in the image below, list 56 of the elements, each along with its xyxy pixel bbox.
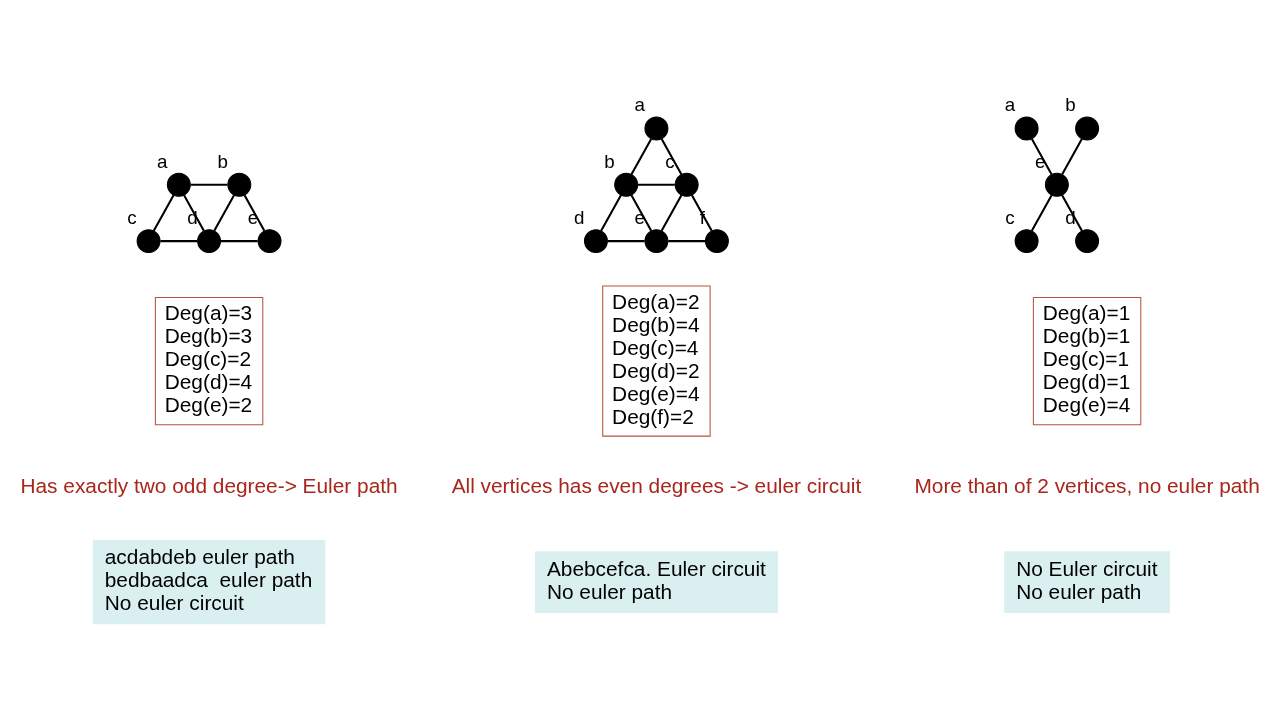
- node-box: No Euler circuit No euler path: [1004, 551, 1170, 613]
- node-circle: [136, 229, 161, 254]
- node-circle: [227, 172, 252, 197]
- node-circle: [1044, 172, 1069, 197]
- label: All vertices has even degrees -> euler circuit: [451, 474, 862, 498]
- node-circle: [1014, 229, 1039, 254]
- label: More than of 2 vertices, no euler path: [914, 474, 1260, 498]
- node-box: Deg(a)=2 Deg(b)=4 Deg(c)=4 Deg(d)=2 Deg(e)=4 Deg(f)=2: [602, 285, 711, 437]
- connector: [691, 194, 713, 232]
- connector: [607, 240, 645, 243]
- connector: [600, 194, 622, 232]
- node-box: Abebcefca. Euler circuit No euler path: [534, 551, 778, 613]
- node-label: a: [156, 150, 168, 172]
- connector: [1030, 138, 1053, 175]
- connector: [630, 194, 653, 232]
- node-circle: [1075, 116, 1100, 141]
- node-circle: [1075, 229, 1100, 254]
- node-label: a: [1004, 94, 1016, 116]
- connector: [660, 194, 683, 232]
- node-box: Deg(a)=3 Deg(b)=3 Deg(c)=2 Deg(d)=4 Deg(e)=2: [154, 296, 264, 426]
- node-circle: [197, 229, 222, 254]
- node-circle: [257, 229, 282, 254]
- node-circle: [704, 229, 729, 254]
- connector: [1030, 194, 1053, 232]
- node-circle: [614, 172, 639, 197]
- label: Has exactly two odd degree-> Euler path: [20, 474, 398, 498]
- node-circle: [583, 229, 608, 254]
- node-box: Deg(a)=1 Deg(b)=1 Deg(c)=1 Deg(d)=1 Deg(e)=4: [1032, 296, 1142, 426]
- node-label: c: [1005, 206, 1015, 228]
- node-circle: [644, 116, 669, 141]
- connector: [220, 240, 258, 243]
- connector: [638, 183, 675, 186]
- node-circle: [644, 229, 669, 254]
- connector: [1061, 194, 1083, 232]
- node-label: d: [1065, 206, 1076, 228]
- connector: [160, 240, 198, 243]
- connector: [213, 194, 235, 232]
- node-circle: [674, 172, 699, 197]
- connector: [190, 183, 228, 186]
- connector: [660, 138, 683, 175]
- node-box: acdabdeb euler path bedbaadca euler path No euler circuit: [92, 539, 326, 625]
- node-label: b: [217, 150, 228, 172]
- node-circle: [1014, 116, 1039, 141]
- connector: [183, 194, 205, 232]
- connector: [1061, 138, 1083, 175]
- connector: [630, 138, 653, 175]
- node-label: b: [1065, 94, 1076, 116]
- node-label: b: [604, 150, 615, 172]
- node-label: c: [127, 206, 137, 228]
- connector: [152, 194, 175, 232]
- node-label: d: [574, 206, 585, 228]
- node-circle: [166, 172, 191, 197]
- node-label: d: [187, 206, 198, 228]
- node-label: a: [634, 94, 645, 116]
- connector: [668, 240, 706, 243]
- connector: [243, 194, 266, 232]
